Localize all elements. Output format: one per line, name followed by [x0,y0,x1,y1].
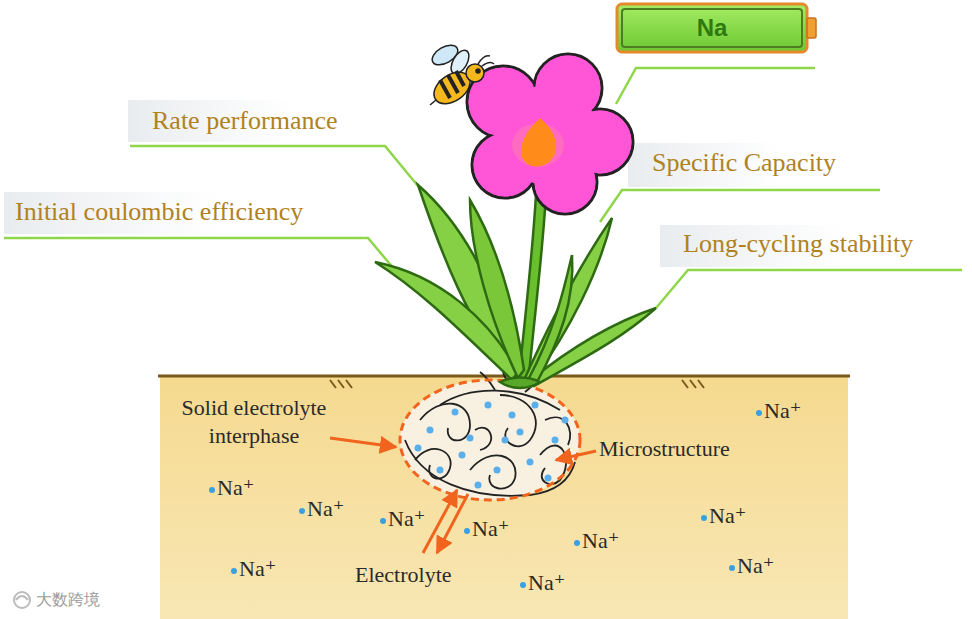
ion-label: Na⁺ [388,506,425,532]
battery-label: Na [697,14,728,42]
watermark: 大数跨境 [36,590,100,611]
part-label: Electrolyte [355,562,452,588]
label-ground [4,192,364,234]
metric-label: Rate performance [152,106,338,136]
metric-label: Long-cycling stability [683,229,913,259]
battery-box: Na [622,9,802,47]
ion-label: Na⁺ [472,516,509,542]
plant [375,185,656,388]
ion-label: Na⁺ [709,503,746,529]
metric-label: Specific Capacity [652,148,836,178]
battery-outline [617,4,816,52]
ion-label: Na⁺ [239,556,276,582]
label-ground [660,225,965,267]
part-label: Microstructure [599,436,730,462]
label-ground [628,143,883,187]
flower [467,54,633,214]
ion-label: Na⁺ [737,553,774,579]
bee [428,41,494,110]
ion-label: Na⁺ [764,398,801,424]
root-microstructure [400,365,580,500]
metric-label: Initial coulombic efficiency [15,197,303,227]
ion-label: Na⁺ [582,528,619,554]
label-ground [128,100,398,142]
ion-label: Na⁺ [528,570,565,596]
pointer-arrows [330,438,596,553]
part-label: Solid electrolyte interphase [158,394,350,450]
watermark-logo [14,592,30,608]
ion-label: Na⁺ [307,496,344,522]
ion-label: Na⁺ [217,475,254,501]
